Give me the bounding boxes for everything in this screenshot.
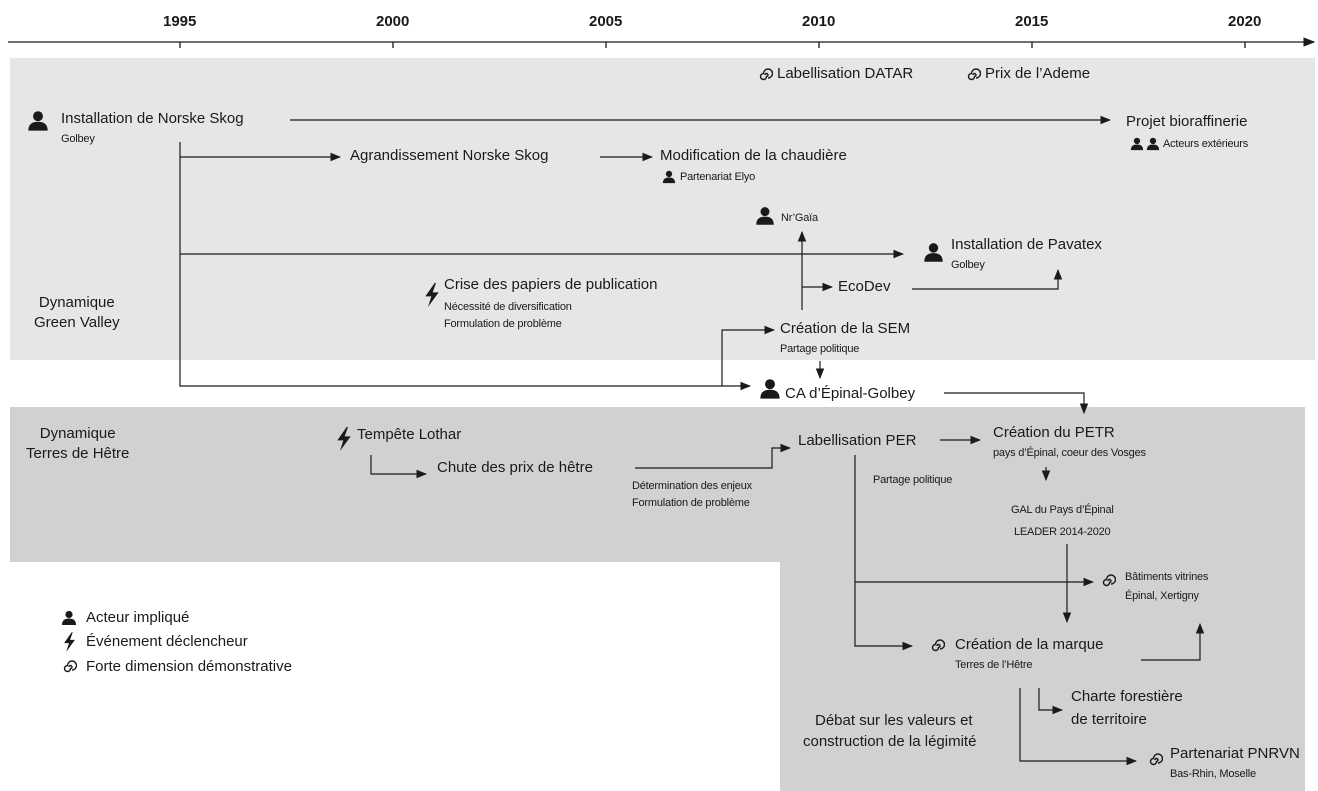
lightning-icon <box>64 632 75 652</box>
region-label-terres-de-hetre: Dynamique Terres de Hêtre <box>26 425 130 462</box>
gal-line1: GAL du Pays d’Épinal <box>1011 504 1114 516</box>
crise-title: Crise des papiers de publication <box>444 276 658 293</box>
pavatex-title: Installation de Pavatex <box>951 236 1102 253</box>
crise-sub1: Nécessité de diversification <box>444 301 572 313</box>
batiments-sub: Épinal, Xertigny <box>1125 590 1199 602</box>
bioraffinerie-title: Projet bioraffinerie <box>1126 113 1248 130</box>
nrgaia-label: Nr’Gaïa <box>781 212 818 224</box>
marque-sub: Terres de l’Hêtre <box>955 659 1033 671</box>
bioraffinerie-sub: Acteurs extérieurs <box>1163 138 1249 150</box>
marque-title: Création de la marque <box>955 636 1104 653</box>
connectors <box>179 115 1205 766</box>
region-terres-de-hetre <box>10 407 1305 791</box>
spiral-icon <box>63 660 77 673</box>
year-label-2010: 2010 <box>802 13 836 30</box>
year-label-2000: 2000 <box>376 13 410 30</box>
petr-sub: pays d’Épinal, coeur des Vosges <box>993 447 1146 459</box>
year-label-1995: 1995 <box>163 13 197 30</box>
labellisation-datar-label: Labellisation DATAR <box>777 65 914 82</box>
region-label-green-valley: Dynamique Green Valley <box>34 294 120 331</box>
lightning-icon <box>425 283 439 307</box>
spiral-icon <box>967 68 981 81</box>
person-icon <box>756 207 774 225</box>
legend-acteur: Acteur impliqué <box>86 609 190 626</box>
legend-demonstrative: Forte dimension démonstrative <box>86 658 292 675</box>
person-icon <box>924 243 943 262</box>
person-icon <box>662 170 676 184</box>
pnrvn-sub: Bas-Rhin, Moselle <box>1170 768 1256 780</box>
ecodev-label: EcoDev <box>838 278 891 295</box>
batiments-title: Bâtiments vitrines <box>1125 571 1209 583</box>
partage-label: Partage politique <box>873 474 953 486</box>
sem-title: Création de la SEM <box>780 320 911 337</box>
debat-line2: construction de la légimité <box>803 733 977 750</box>
charte-line1: Charte forestière <box>1071 688 1183 705</box>
agrandissement-label: Agrandissement Norske Skog <box>350 147 549 164</box>
legend-evenement: Événement déclencheur <box>86 633 248 650</box>
time-axis <box>8 37 1316 48</box>
debat-line1: Débat sur les valeurs et <box>815 712 973 729</box>
chaudiere-sub: Partenariat Elyo <box>680 171 756 183</box>
chaudiere-title: Modification de la chaudière <box>660 147 847 164</box>
chute-label: Chute des prix de hêtre <box>437 459 593 476</box>
person-icon <box>1146 137 1160 151</box>
spiral-icon <box>1102 574 1116 587</box>
person-icon <box>28 111 48 131</box>
pnrvn-title: Partenariat PNRVN <box>1170 745 1300 762</box>
per-label: Labellisation PER <box>798 432 917 449</box>
sem-sub: Partage politique <box>780 343 860 355</box>
person-icon <box>760 379 780 399</box>
prix-ademe-label: Prix de l’Ademe <box>985 65 1091 82</box>
lightning-icon <box>337 427 351 451</box>
year-label-2015: 2015 <box>1015 13 1049 30</box>
gal-line2: LEADER 2014-2020 <box>1014 526 1111 538</box>
norske-skog-title: Installation de Norske Skog <box>61 110 244 127</box>
lothar-label: Tempête Lothar <box>357 426 462 443</box>
year-label-2020: 2020 <box>1228 13 1262 30</box>
enjeux-line2: Formulation de problème <box>632 497 750 509</box>
pavatex-sub: Golbey <box>951 259 985 271</box>
petr-title: Création du PETR <box>993 424 1115 441</box>
crise-sub2: Formulation de problème <box>444 318 562 330</box>
spiral-icon <box>931 639 945 652</box>
region-green-valley <box>10 58 1315 360</box>
person-icon <box>1130 137 1144 151</box>
person-icon <box>62 610 76 625</box>
enjeux-line1: Détermination des enjeux <box>632 480 752 492</box>
year-label-2005: 2005 <box>589 13 623 30</box>
spiral-icon <box>759 68 773 81</box>
charte-line2: de territoire <box>1071 711 1147 728</box>
norske-skog-sub: Golbey <box>61 133 95 145</box>
ca-label: CA d’Épinal-Golbey <box>785 385 916 402</box>
spiral-icon <box>1149 753 1163 766</box>
